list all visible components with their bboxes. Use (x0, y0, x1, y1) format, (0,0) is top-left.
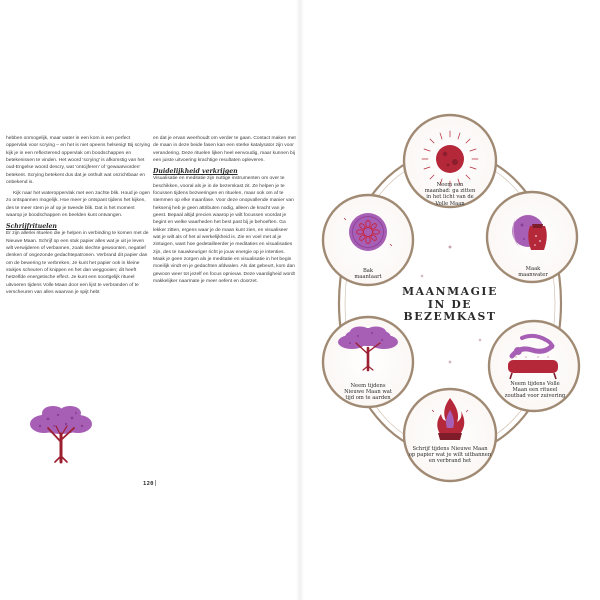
caption-moon-bath: Neem een maanbad: ga zitten in het licht… (424, 182, 476, 207)
ritual-circle-moon-bath (402, 113, 498, 209)
caption-moon-cake: Bak maantaart (354, 268, 382, 281)
paragraph-writing-rituals: Er zijn allerlei rituelen die je helpen … (6, 231, 149, 296)
burning-paper-icon (431, 398, 469, 440)
paragraph-contact-moon: en dat je ervan weerhoudt om verder te g… (153, 136, 296, 164)
full-moon-icon (421, 130, 479, 188)
moon-water-icon (512, 215, 547, 250)
moon-cake-icon (343, 213, 393, 251)
left-page: hebben onmogelijk, maar water in een kom… (6, 135, 296, 487)
text-column-2: en dat je ervan weerhoudt om verder te g… (153, 135, 296, 289)
ritual-circle-burn-paper (402, 387, 498, 483)
paragraph-scrying: hebben onmogelijk, maar water in een kom… (6, 136, 151, 186)
salt-bath-icon (508, 333, 558, 380)
book-gutter (296, 0, 304, 600)
heading-gaining-clarity: Duidelijkheid verkrijgen (153, 167, 238, 175)
caption-burn-paper: Schrijf tijdens Nieuwe Maan op papier wa… (408, 446, 492, 465)
ritual-circle-grounding (321, 315, 415, 409)
moon-magic-diagram (321, 113, 581, 483)
caption-grounding: Neem tijdens Nieuwe Maan wat tijd om te … (344, 383, 392, 402)
caption-moon-water: Maak maanwater (518, 266, 548, 279)
tree-illustration-icon (30, 406, 92, 464)
ritual-circle-moon-cake (321, 193, 415, 287)
ritual-circle-salt-bath (487, 319, 581, 413)
heading-writing-rituals: Schrijfrituelen (6, 222, 57, 230)
paragraph-soft-gaze: Kijk naar het wateroppervlak met een zac… (6, 191, 151, 219)
paragraph-visualisation: Visualisatie en meditatie zijn nuttige i… (153, 176, 295, 285)
diagram-title: MAANMAGIE IN DE BEZEMKAST (402, 285, 498, 324)
tree-icon (338, 326, 398, 372)
ritual-circle-moon-water (485, 190, 579, 284)
text-column-1: hebben onmogelijk, maar water in een kom… (6, 135, 151, 300)
right-page: Neem een maanbad: ga zitten in het licht… (300, 0, 600, 600)
page-number-text: 120 (143, 481, 154, 487)
page-number: 120 (143, 480, 156, 487)
caption-salt-bath: Neem tijdens Volle Maan een ritueel zout… (504, 381, 566, 400)
